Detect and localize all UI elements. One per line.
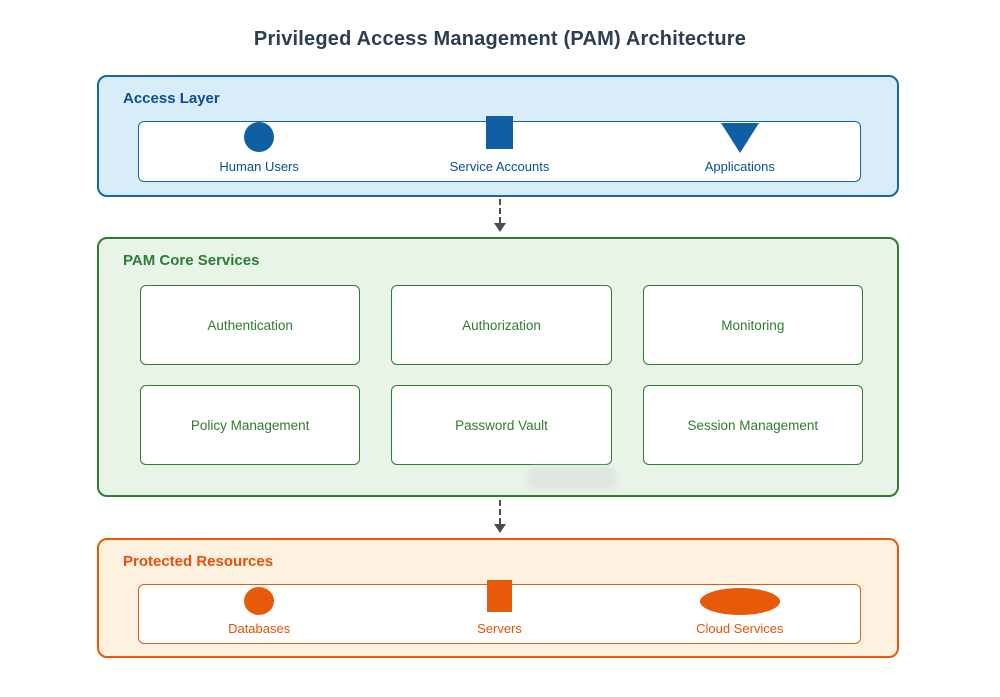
database-ellipse-icon: [244, 587, 275, 615]
server-rect-icon: [486, 580, 512, 612]
protected-resources-section: Protected Resources Databases Servers Cl…: [97, 538, 899, 658]
page-title: Privileged Access Management (PAM) Archi…: [253, 28, 747, 50]
service-box-authorization: Authorization: [391, 285, 612, 365]
node-human-users: Human Users: [139, 122, 379, 181]
arrow-access-to-core: [494, 199, 506, 232]
service-box-label: Authorization: [462, 317, 541, 333]
service-box-label: Authentication: [207, 317, 293, 333]
blurred-watermark: [528, 466, 616, 490]
user-circle-icon: [244, 122, 275, 152]
service-box-password-vault: Password Vault: [391, 385, 612, 465]
protected-resources-title: Protected Resources: [123, 553, 274, 570]
node-label: Human Users: [219, 159, 299, 174]
access-layer-section: Access Layer Human Users Service Account…: [97, 75, 899, 197]
node-label: Databases: [228, 621, 291, 636]
pam-core-services-section: PAM Core Services Authentication Authori…: [97, 237, 899, 497]
service-box-policy-management: Policy Management: [140, 385, 361, 465]
dashed-line: [499, 199, 501, 223]
service-box-monitoring: Monitoring: [642, 285, 863, 365]
service-box-label: Session Management: [687, 417, 819, 433]
node-servers: Servers: [379, 580, 619, 643]
access-layer-title: Access Layer: [123, 90, 220, 107]
service-grid: Authentication Authorization Monitoring …: [140, 285, 863, 465]
node-label: Applications: [704, 159, 775, 174]
access-layer-inner-box: Human Users Service Accounts Application…: [138, 116, 861, 182]
node-label: Service Accounts: [449, 159, 550, 174]
node-databases: Databases: [139, 585, 379, 643]
node-label: Servers: [477, 621, 522, 636]
application-triangle-icon: [720, 123, 759, 153]
service-box-session-management: Session Management: [642, 385, 863, 465]
arrowhead-down-icon: [494, 524, 506, 533]
service-box-label: Password Vault: [455, 417, 548, 433]
node-label: Cloud Services: [696, 621, 784, 636]
dashed-line: [499, 500, 501, 524]
arrowhead-down-icon: [494, 223, 506, 232]
pam-core-services-title: PAM Core Services: [123, 252, 260, 269]
service-box-authentication: Authentication: [140, 285, 361, 365]
service-account-square-icon: [485, 116, 513, 149]
service-box-label: Monitoring: [721, 317, 785, 333]
node-applications: Applications: [620, 122, 860, 181]
node-service-accounts: Service Accounts: [379, 116, 619, 181]
protected-resources-inner-box: Databases Servers Cloud Services: [138, 580, 861, 644]
cloud-ellipse-icon: [699, 588, 780, 615]
arrow-core-to-resources: [494, 500, 506, 533]
node-cloud-services: Cloud Services: [620, 585, 860, 643]
service-box-label: Policy Management: [190, 417, 310, 433]
